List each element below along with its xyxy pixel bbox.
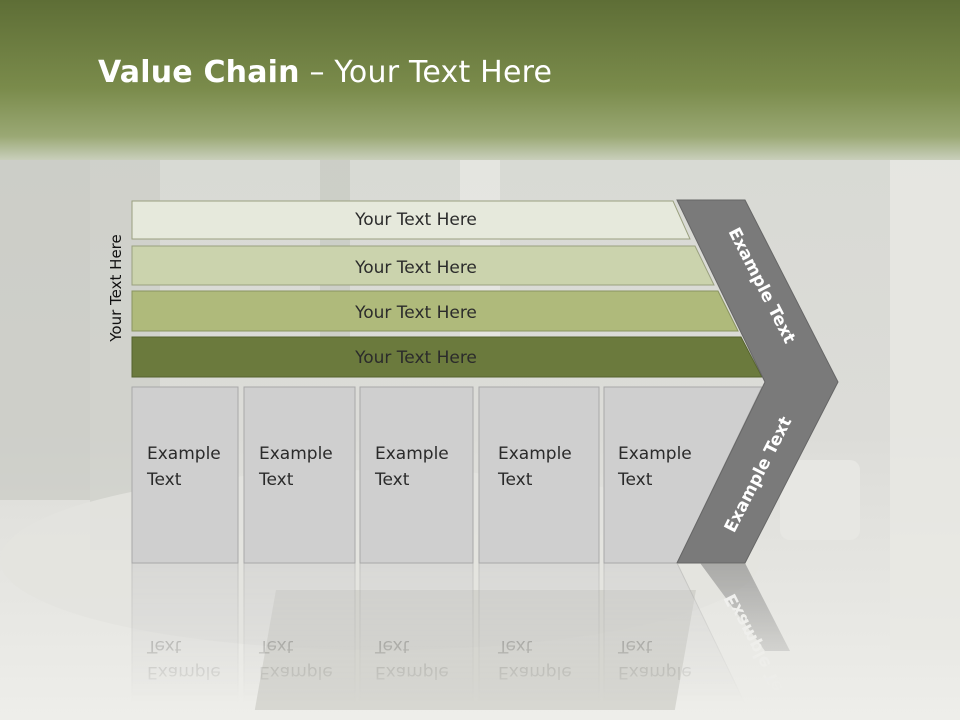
slide-title: Value Chain – Your Text Here <box>98 55 552 90</box>
cell-3-line1: Example <box>375 444 449 464</box>
cell-4-line1: Example <box>498 444 572 464</box>
support-bar-4-label: Your Text Here <box>354 348 477 368</box>
svg-text:Text: Text <box>374 636 410 656</box>
support-bar-3-label: Your Text Here <box>354 303 477 323</box>
cell-4-line2: Text <box>497 470 533 490</box>
svg-text:Example: Example <box>618 662 692 682</box>
support-bar-1-label: Your Text Here <box>354 210 477 230</box>
svg-text:Text: Text <box>258 636 294 656</box>
svg-text:Example: Example <box>375 662 449 682</box>
cell-3 <box>359 386 474 564</box>
support-bar-2 <box>131 245 715 286</box>
cell-4 <box>478 386 600 564</box>
svg-text:Example: Example <box>147 662 221 682</box>
cell-1-line1: Example <box>147 444 221 464</box>
diagram-reflection: Example Text Example Text Example Text E… <box>131 562 796 720</box>
cell-2-line2: Text <box>258 470 294 490</box>
support-bar-3 <box>131 290 739 332</box>
cell-1-line2: Text <box>146 470 182 490</box>
title-bold: Value Chain <box>98 55 300 90</box>
svg-text:Example: Example <box>498 662 572 682</box>
cell-2 <box>243 386 356 564</box>
cell-5-line2: Text <box>617 470 653 490</box>
support-bar-1 <box>131 200 691 240</box>
primary-activities: Example Text Example Text Example Text E… <box>131 386 763 564</box>
cell-5-line1: Example <box>618 444 692 464</box>
svg-text:Text: Text <box>146 636 182 656</box>
cell-3-line2: Text <box>374 470 410 490</box>
support-bar-2-label: Your Text Here <box>354 258 477 278</box>
svg-text:Text: Text <box>497 636 533 656</box>
support-bar-4 <box>131 336 763 378</box>
cell-2-line1: Example <box>259 444 333 464</box>
svg-text:Example: Example <box>259 662 333 682</box>
side-label: Your Text Here <box>107 234 125 342</box>
svg-text:Text: Text <box>617 636 653 656</box>
title-rest: – Your Text Here <box>299 55 553 90</box>
